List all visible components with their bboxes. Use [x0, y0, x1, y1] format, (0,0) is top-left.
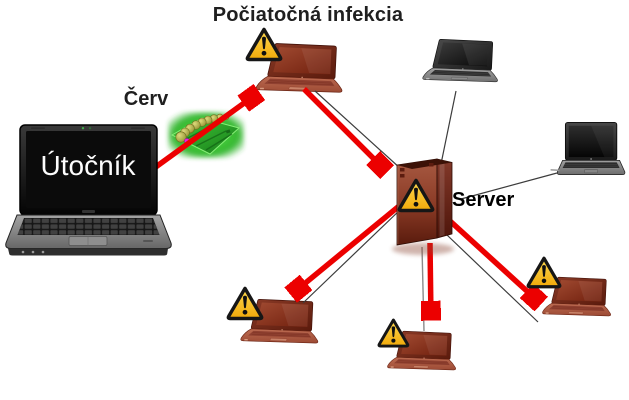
attacker-label: Útočník [40, 150, 136, 181]
laptop-attacker [5, 124, 172, 256]
link-right-to-server [460, 172, 558, 200]
laptop-client-top [422, 39, 498, 83]
link-server-to-bottom-left [302, 207, 403, 304]
arrow-server-to-bottom-left [292, 199, 406, 294]
link-server-to-bottom-center [421, 246, 425, 332]
worm-label: Červ [123, 88, 169, 110]
link-top-to-server [440, 90, 457, 165]
laptop-client-right [550, 121, 626, 176]
link-server-to-bottom-right [446, 234, 539, 323]
arrow-server-to-bottom-center [430, 242, 431, 319]
arrow-server-to-bottom-right [448, 218, 540, 303]
server-label: Server [452, 189, 515, 211]
link-initial-to-server [314, 90, 402, 170]
arrow-initial-to-server [302, 87, 386, 171]
warning-icon-bottom-right [526, 256, 562, 289]
diagram-title: Počiatočná infekcia [212, 4, 404, 26]
